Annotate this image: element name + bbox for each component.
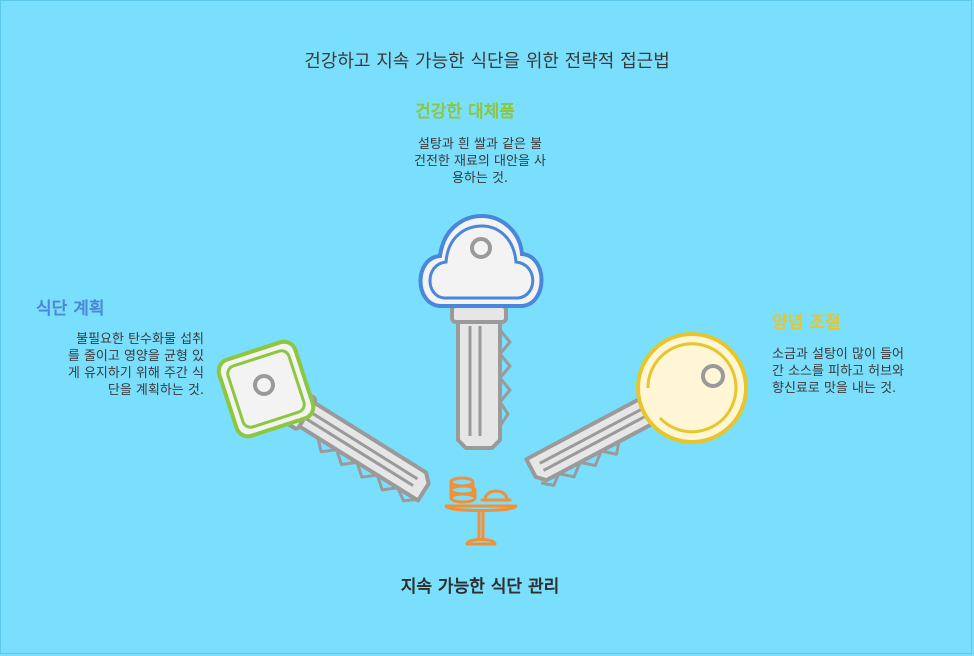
heading-seasoning-control: 양념 조절 — [772, 313, 841, 333]
desc-line: 단을 계획하는 것. — [107, 383, 204, 398]
desc-line: 향신료로 맛을 내는 것. — [772, 381, 897, 396]
desc-line: 간 소스를 피하고 허브와 — [772, 364, 904, 379]
heading-healthy-alternatives: 건강한 대체품 — [415, 102, 515, 122]
desc-line: 건전한 재료의 대안을 사 — [414, 154, 546, 169]
desc-line: 게 유지하기 위해 주간 식 — [67, 366, 204, 381]
round-key-icon — [524, 332, 748, 487]
heading-meal-planning: 식단 계획 — [36, 299, 105, 319]
desc-line: 용하는 것. — [451, 171, 509, 186]
desc-seasoning-control: 소금과 설탕이 많이 들어 간 소스를 피하고 허브와 향신료로 맛을 내는 것… — [772, 346, 962, 397]
desc-line: 소금과 설탕이 많이 들어 — [772, 347, 904, 362]
center-label: 지속 가능한 식단 관리 — [400, 577, 560, 597]
cake-stand-icon — [444, 476, 518, 546]
desc-line: 를 줄이고 영양을 균형 있 — [67, 349, 204, 364]
desc-line: 불필요한 탄수화물 섭취 — [76, 332, 204, 347]
square-key-icon — [216, 339, 431, 503]
desc-healthy-alternatives: 설탕과 흰 쌀과 같은 불 건전한 재료의 대안을 사 용하는 것. — [380, 136, 580, 187]
cloud-key-icon — [418, 213, 544, 450]
desc-meal-planning: 불필요한 탄수화물 섭취 를 줄이고 영양을 균형 있 게 유지하기 위해 주간… — [20, 331, 204, 399]
desc-line: 설탕과 흰 쌀과 같은 불 — [417, 137, 543, 152]
diagram-title: 건강하고 지속 가능한 식단을 위한 전략적 접근법 — [304, 51, 670, 72]
